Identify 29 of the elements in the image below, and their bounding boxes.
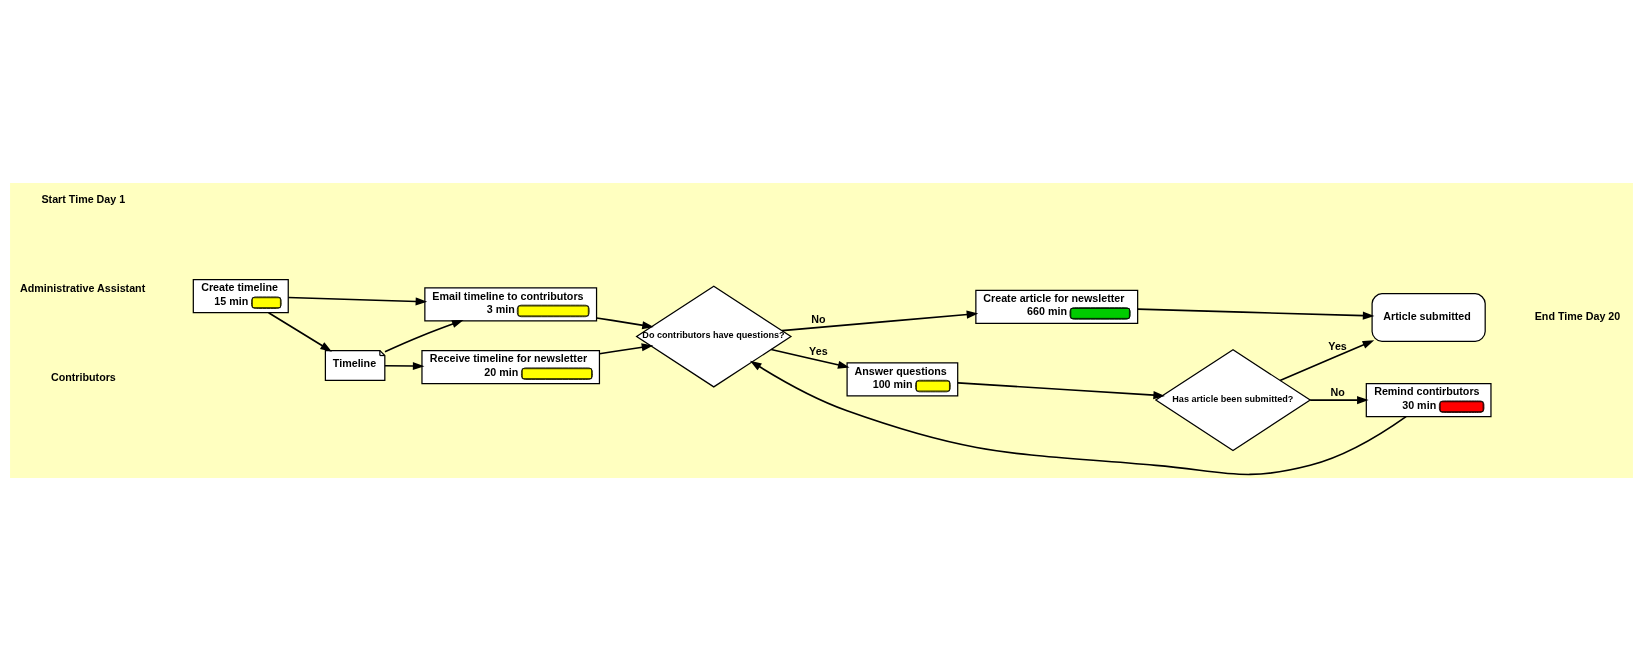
arrow [781, 310, 979, 331]
node-box: Create article for newsletter 660 min [975, 289, 1139, 324]
arrow [384, 361, 425, 370]
node-box: Create timeline 15 min [192, 278, 289, 313]
label: End Time Day 20 [1534, 309, 1621, 322]
edge-label: Yes [1328, 339, 1347, 352]
arrow [384, 319, 464, 353]
label: Start Time Day 1 [41, 192, 126, 205]
arrow [598, 342, 654, 355]
arrow [1309, 395, 1369, 404]
node-box: Article submitted [1371, 292, 1486, 342]
arrow [1136, 307, 1375, 320]
edge-label: Yes [809, 344, 828, 357]
arrow [1279, 339, 1375, 381]
node-box: Receive timeline for newsletter 20 min [421, 349, 601, 384]
node-box: Answer questions 100 min [846, 361, 959, 397]
node-box: Remind contirbutors 30 min [1365, 382, 1492, 417]
edge-label: No [1330, 385, 1345, 398]
arrow [749, 360, 1407, 475]
arrow [267, 311, 332, 352]
arrow [287, 296, 428, 305]
arrow [957, 381, 1165, 399]
label: Administrative Assistant [19, 281, 146, 294]
arrow [595, 316, 654, 329]
node-box: Email timeline to contributors 3 min [424, 286, 598, 321]
arrow [770, 348, 850, 369]
edge-label: No [811, 312, 826, 325]
label: Contributors [50, 370, 116, 383]
node-diamond: Do contributors have questions? [635, 284, 793, 388]
